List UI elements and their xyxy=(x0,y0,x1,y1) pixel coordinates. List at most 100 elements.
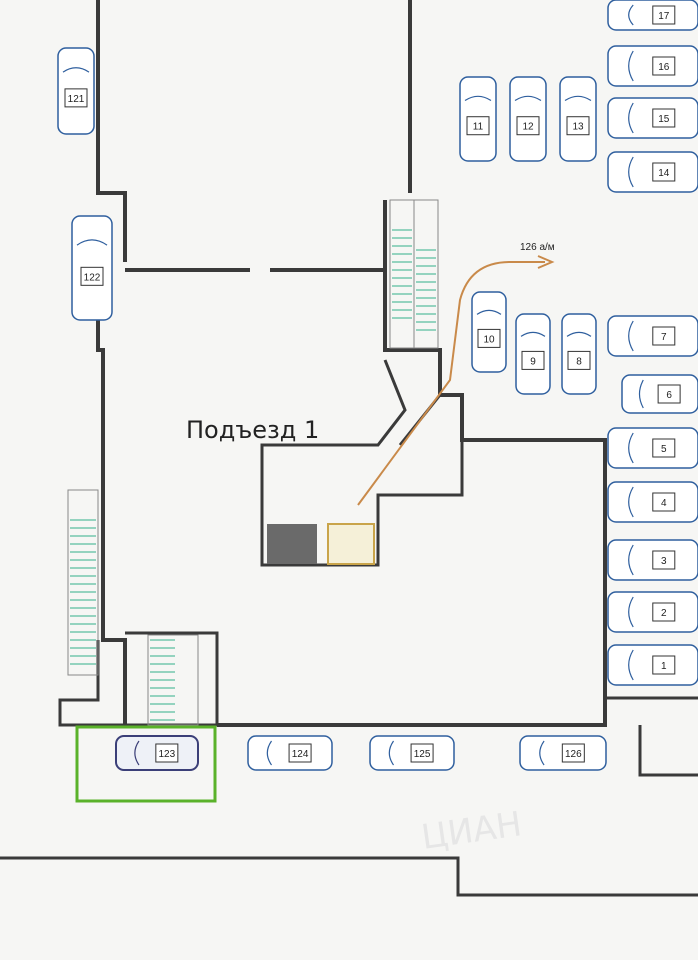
stairs-bottom xyxy=(147,634,199,726)
route-label: 126 а/м xyxy=(520,242,555,253)
spot-number-box xyxy=(652,602,676,622)
parking-spot-5[interactable]: 5 xyxy=(607,427,698,469)
car-windshield xyxy=(628,544,634,576)
parking-spot-2[interactable]: 2 xyxy=(607,591,698,633)
highlight-box xyxy=(75,725,217,803)
car-windshield xyxy=(628,156,634,188)
spot-number: 6 xyxy=(666,390,672,401)
spot-number-box xyxy=(566,116,590,136)
parking-spot-122[interactable]: 122 xyxy=(71,215,113,321)
parking-spot-9[interactable]: 9 xyxy=(515,313,551,395)
spot-number-box xyxy=(155,743,179,763)
parking-spot-125[interactable]: 125 xyxy=(369,735,455,771)
spot-number-box xyxy=(80,266,104,286)
spot-number: 1 xyxy=(661,661,667,672)
spot-number-box xyxy=(652,56,676,76)
parking-spot-10[interactable]: 10 xyxy=(471,291,507,373)
parking-spot-6[interactable]: 6 xyxy=(621,374,698,414)
spot-number-box xyxy=(288,743,312,763)
elevator-shaft xyxy=(267,524,317,564)
car-windshield xyxy=(628,4,634,26)
parking-spot-3[interactable]: 3 xyxy=(607,539,698,581)
car-windshield xyxy=(628,320,634,352)
spot-number: 125 xyxy=(414,749,431,760)
parking-spot-123[interactable]: 123 xyxy=(115,735,199,771)
watermark: ЦИАН xyxy=(419,804,524,858)
spot-number-box xyxy=(516,116,540,136)
spot-number: 11 xyxy=(473,122,484,133)
parking-spot-124[interactable]: 124 xyxy=(247,735,333,771)
parking-spot-17[interactable]: 17 xyxy=(607,0,698,31)
spot-number: 124 xyxy=(292,749,309,760)
spot-number: 122 xyxy=(84,272,101,283)
parking-spot-16[interactable]: 16 xyxy=(607,45,698,87)
spot-number-box xyxy=(477,328,501,348)
parking-spot-12[interactable]: 12 xyxy=(509,76,547,162)
route-arrowhead xyxy=(537,255,555,269)
spot-number-box xyxy=(466,116,490,136)
car-windshield xyxy=(566,331,592,337)
spot-number: 16 xyxy=(658,62,670,73)
spot-number: 15 xyxy=(658,114,670,125)
parking-spot-7[interactable]: 7 xyxy=(607,315,698,357)
stairs-left xyxy=(67,489,99,676)
parking-spot-126[interactable]: 126 xyxy=(519,735,607,771)
spot-number-box xyxy=(652,438,676,458)
parking-spot-15[interactable]: 15 xyxy=(607,97,698,139)
car-windshield xyxy=(134,740,140,766)
car-windshield xyxy=(628,432,634,464)
route-arrow xyxy=(357,261,545,506)
spot-number-box xyxy=(561,743,585,763)
car-windshield xyxy=(76,239,108,246)
spot-number: 5 xyxy=(661,444,667,455)
spot-number-box xyxy=(410,743,434,763)
spot-number-box xyxy=(521,350,545,370)
walls xyxy=(0,0,698,897)
parking-spot-13[interactable]: 13 xyxy=(559,76,597,162)
car-windshield xyxy=(266,740,273,766)
parking-spot-1[interactable]: 1 xyxy=(607,644,698,686)
car-windshield xyxy=(564,95,592,102)
car-windshield xyxy=(514,95,542,102)
spot-number-box xyxy=(652,550,676,570)
spot-number: 13 xyxy=(572,122,584,133)
car-windshield xyxy=(628,102,634,134)
spot-number: 4 xyxy=(661,498,667,509)
spot-number-box xyxy=(652,492,676,512)
parking-spot-4[interactable]: 4 xyxy=(607,481,698,523)
car-windshield xyxy=(628,596,634,628)
spot-number-box xyxy=(652,108,676,128)
spot-number: 14 xyxy=(658,168,670,179)
spot-number: 123 xyxy=(158,749,175,760)
parking-spot-14[interactable]: 14 xyxy=(607,151,698,193)
spot-number: 9 xyxy=(530,356,536,367)
elevator-cabin xyxy=(327,523,375,565)
spot-number-box xyxy=(652,162,676,182)
spot-number: 8 xyxy=(576,356,582,367)
spot-number: 3 xyxy=(661,556,667,567)
spot-number: 2 xyxy=(661,608,667,619)
spot-number: 10 xyxy=(483,334,495,345)
car-windshield xyxy=(638,379,644,409)
car-windshield xyxy=(62,67,90,73)
spot-number-box xyxy=(652,5,676,25)
car-windshield xyxy=(464,95,492,102)
car-windshield xyxy=(476,309,502,315)
car-windshield xyxy=(628,649,634,681)
spot-number: 12 xyxy=(522,122,534,133)
spot-number-box xyxy=(64,88,88,108)
car-windshield xyxy=(628,50,634,82)
car-windshield xyxy=(539,740,545,766)
spot-number: 17 xyxy=(658,11,670,22)
parking-spot-121[interactable]: 121 xyxy=(57,47,95,135)
parking-spot-8[interactable]: 8 xyxy=(561,313,597,395)
parking-spot-11[interactable]: 11 xyxy=(459,76,497,162)
spot-number-box xyxy=(652,326,676,346)
spot-number: 121 xyxy=(68,94,85,105)
entrance-title: Подъезд 1 xyxy=(186,416,319,444)
spot-number-box xyxy=(652,655,676,675)
stairs-top xyxy=(389,199,439,349)
car-windshield xyxy=(628,486,634,518)
